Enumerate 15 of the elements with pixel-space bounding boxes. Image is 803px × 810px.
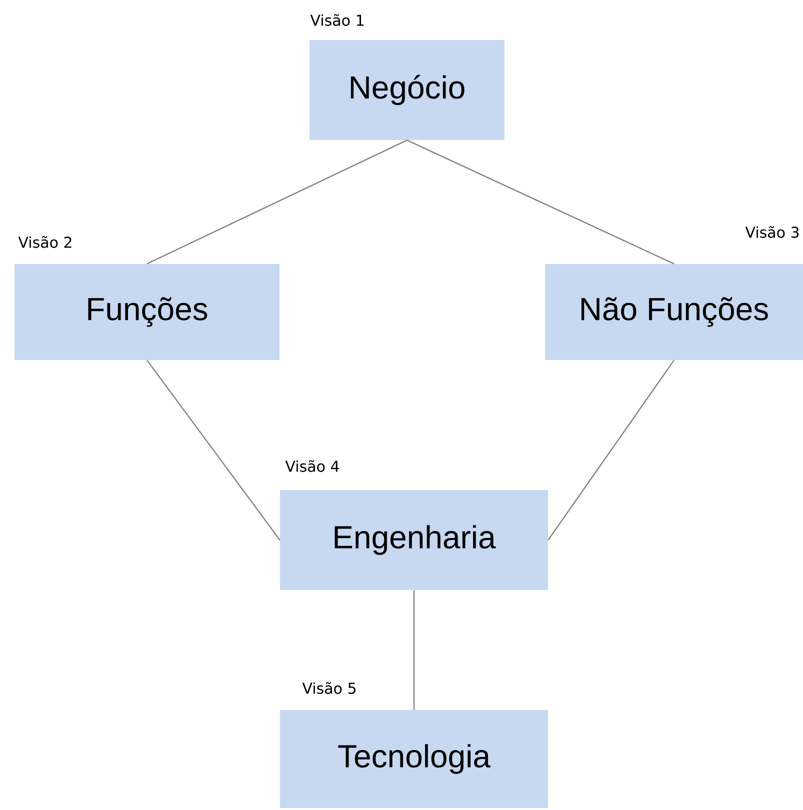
concept-box: Não Funções — [545, 264, 803, 360]
connector-line — [406, 140, 674, 264]
connector-line — [146, 360, 280, 540]
view-label: Visão 1 — [310, 14, 364, 26]
view-label: Visão 3 — [745, 226, 799, 238]
connector-line — [146, 140, 408, 264]
connector-line — [548, 360, 674, 540]
concept-box: Engenharia — [280, 490, 548, 590]
concept-box: Negócio — [310, 40, 504, 140]
concept-box: Funções — [14, 264, 280, 360]
view-label: Visão 5 — [302, 682, 356, 694]
view-label: Visão 2 — [18, 236, 72, 248]
connector-line — [413, 590, 415, 710]
view-label: Visão 4 — [285, 460, 339, 472]
concept-box: Tecnologia — [280, 710, 548, 808]
